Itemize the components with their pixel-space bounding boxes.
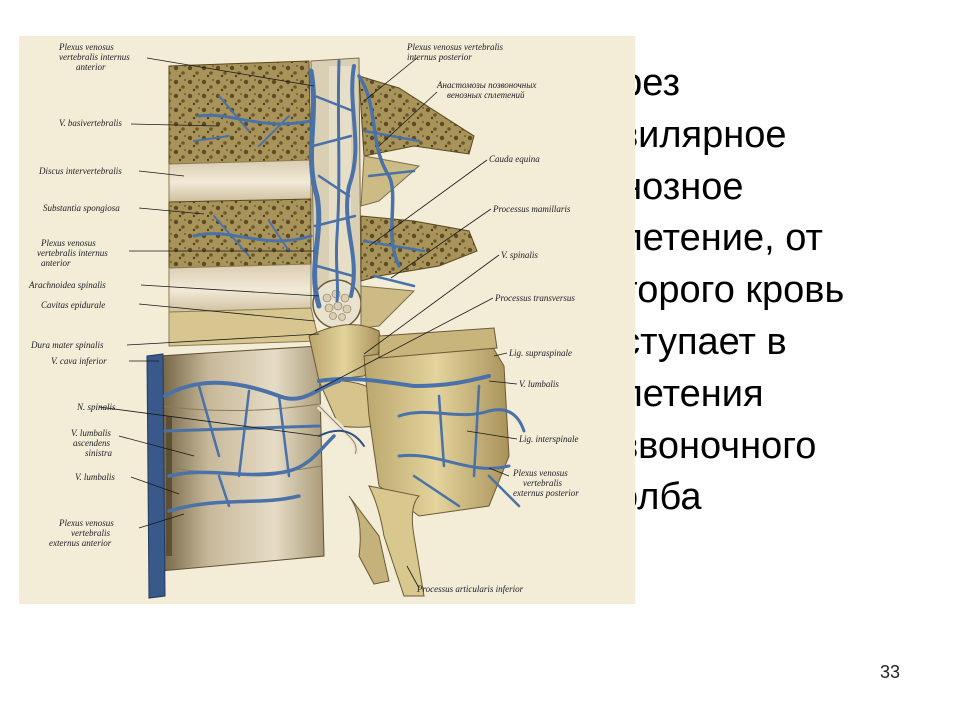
label: Cavitas epidurale [41,300,105,310]
label: sinistra [85,448,113,458]
label: Plexus venosus [40,238,96,248]
label: N. spinalis [76,402,116,412]
page-number: 33 [879,662,901,682]
text-line: оступает в [600,320,787,363]
label: externus posterior [513,488,579,498]
labels-left: Plexus venosus vertebralis internus ante… [28,42,130,548]
label: Plexus venosus [512,468,568,478]
text-line: озвоночного [600,424,817,467]
label: Dura mater spinalis [30,340,104,350]
label: Lig. supraspinale [508,348,572,358]
label: V. basivertebralis [59,118,122,128]
label: anterior [41,258,71,268]
text-line: плетения [600,372,764,415]
label: V. lumbalis [75,472,115,482]
anatomy-illustration: Plexus venosus vertebralis internus ante… [19,36,635,604]
vertebra-upper-section [168,60,320,347]
label: Processus articularis inferior [416,584,524,594]
text-line: ерез [600,62,680,104]
label: Plexus venosus vertebralis [406,42,503,52]
spinous-processes-upper [358,75,478,329]
text-line: оторого кровь [600,269,845,312]
label: Анастомозы позвоночных [436,80,536,90]
label: vertebralis internus [37,248,108,258]
leader-lines [98,57,518,589]
label: vertebralis internus [59,52,130,62]
label: ascendens [73,438,110,448]
label: V. lumbalis [519,379,559,389]
label: externus anterior [49,538,112,548]
label: internus posterior [407,52,472,62]
slide-text-block: ерез азилярное енозное плетение, от отор… [600,58,950,524]
label: Plexus venosus [58,518,114,528]
label: Processus mamillaris [492,204,571,214]
label: венозных сплетений [447,90,525,100]
label: anterior [76,62,106,72]
label: Processus transversus [494,293,575,303]
text-line: енозное [600,165,744,208]
label: vertebralis [71,528,110,538]
label: Cauda equina [489,154,540,164]
vena-cava-inferior [146,353,166,599]
label: V. cava inferior [51,356,107,366]
labels-right: Plexus venosus vertebralis internus post… [406,42,579,594]
label: Plexus venosus [58,42,114,52]
label: vertebralis [523,478,562,488]
label: Discus intervertebralis [38,166,122,176]
label: V. spinalis [501,250,538,260]
text-line: плетение, от [600,217,823,260]
venous-plexus [163,59,526,513]
label: Arachnoidea spinalis [28,280,106,290]
spine-venous-plexus-drawing: Plexus venosus vertebralis internus ante… [19,36,635,604]
label: Substantia spongiosa [43,203,120,213]
label: V. lumbalis [71,428,111,438]
label: Lig. interspinale [518,434,579,444]
text-line: азилярное [600,113,787,156]
text-line: толба [600,476,702,519]
